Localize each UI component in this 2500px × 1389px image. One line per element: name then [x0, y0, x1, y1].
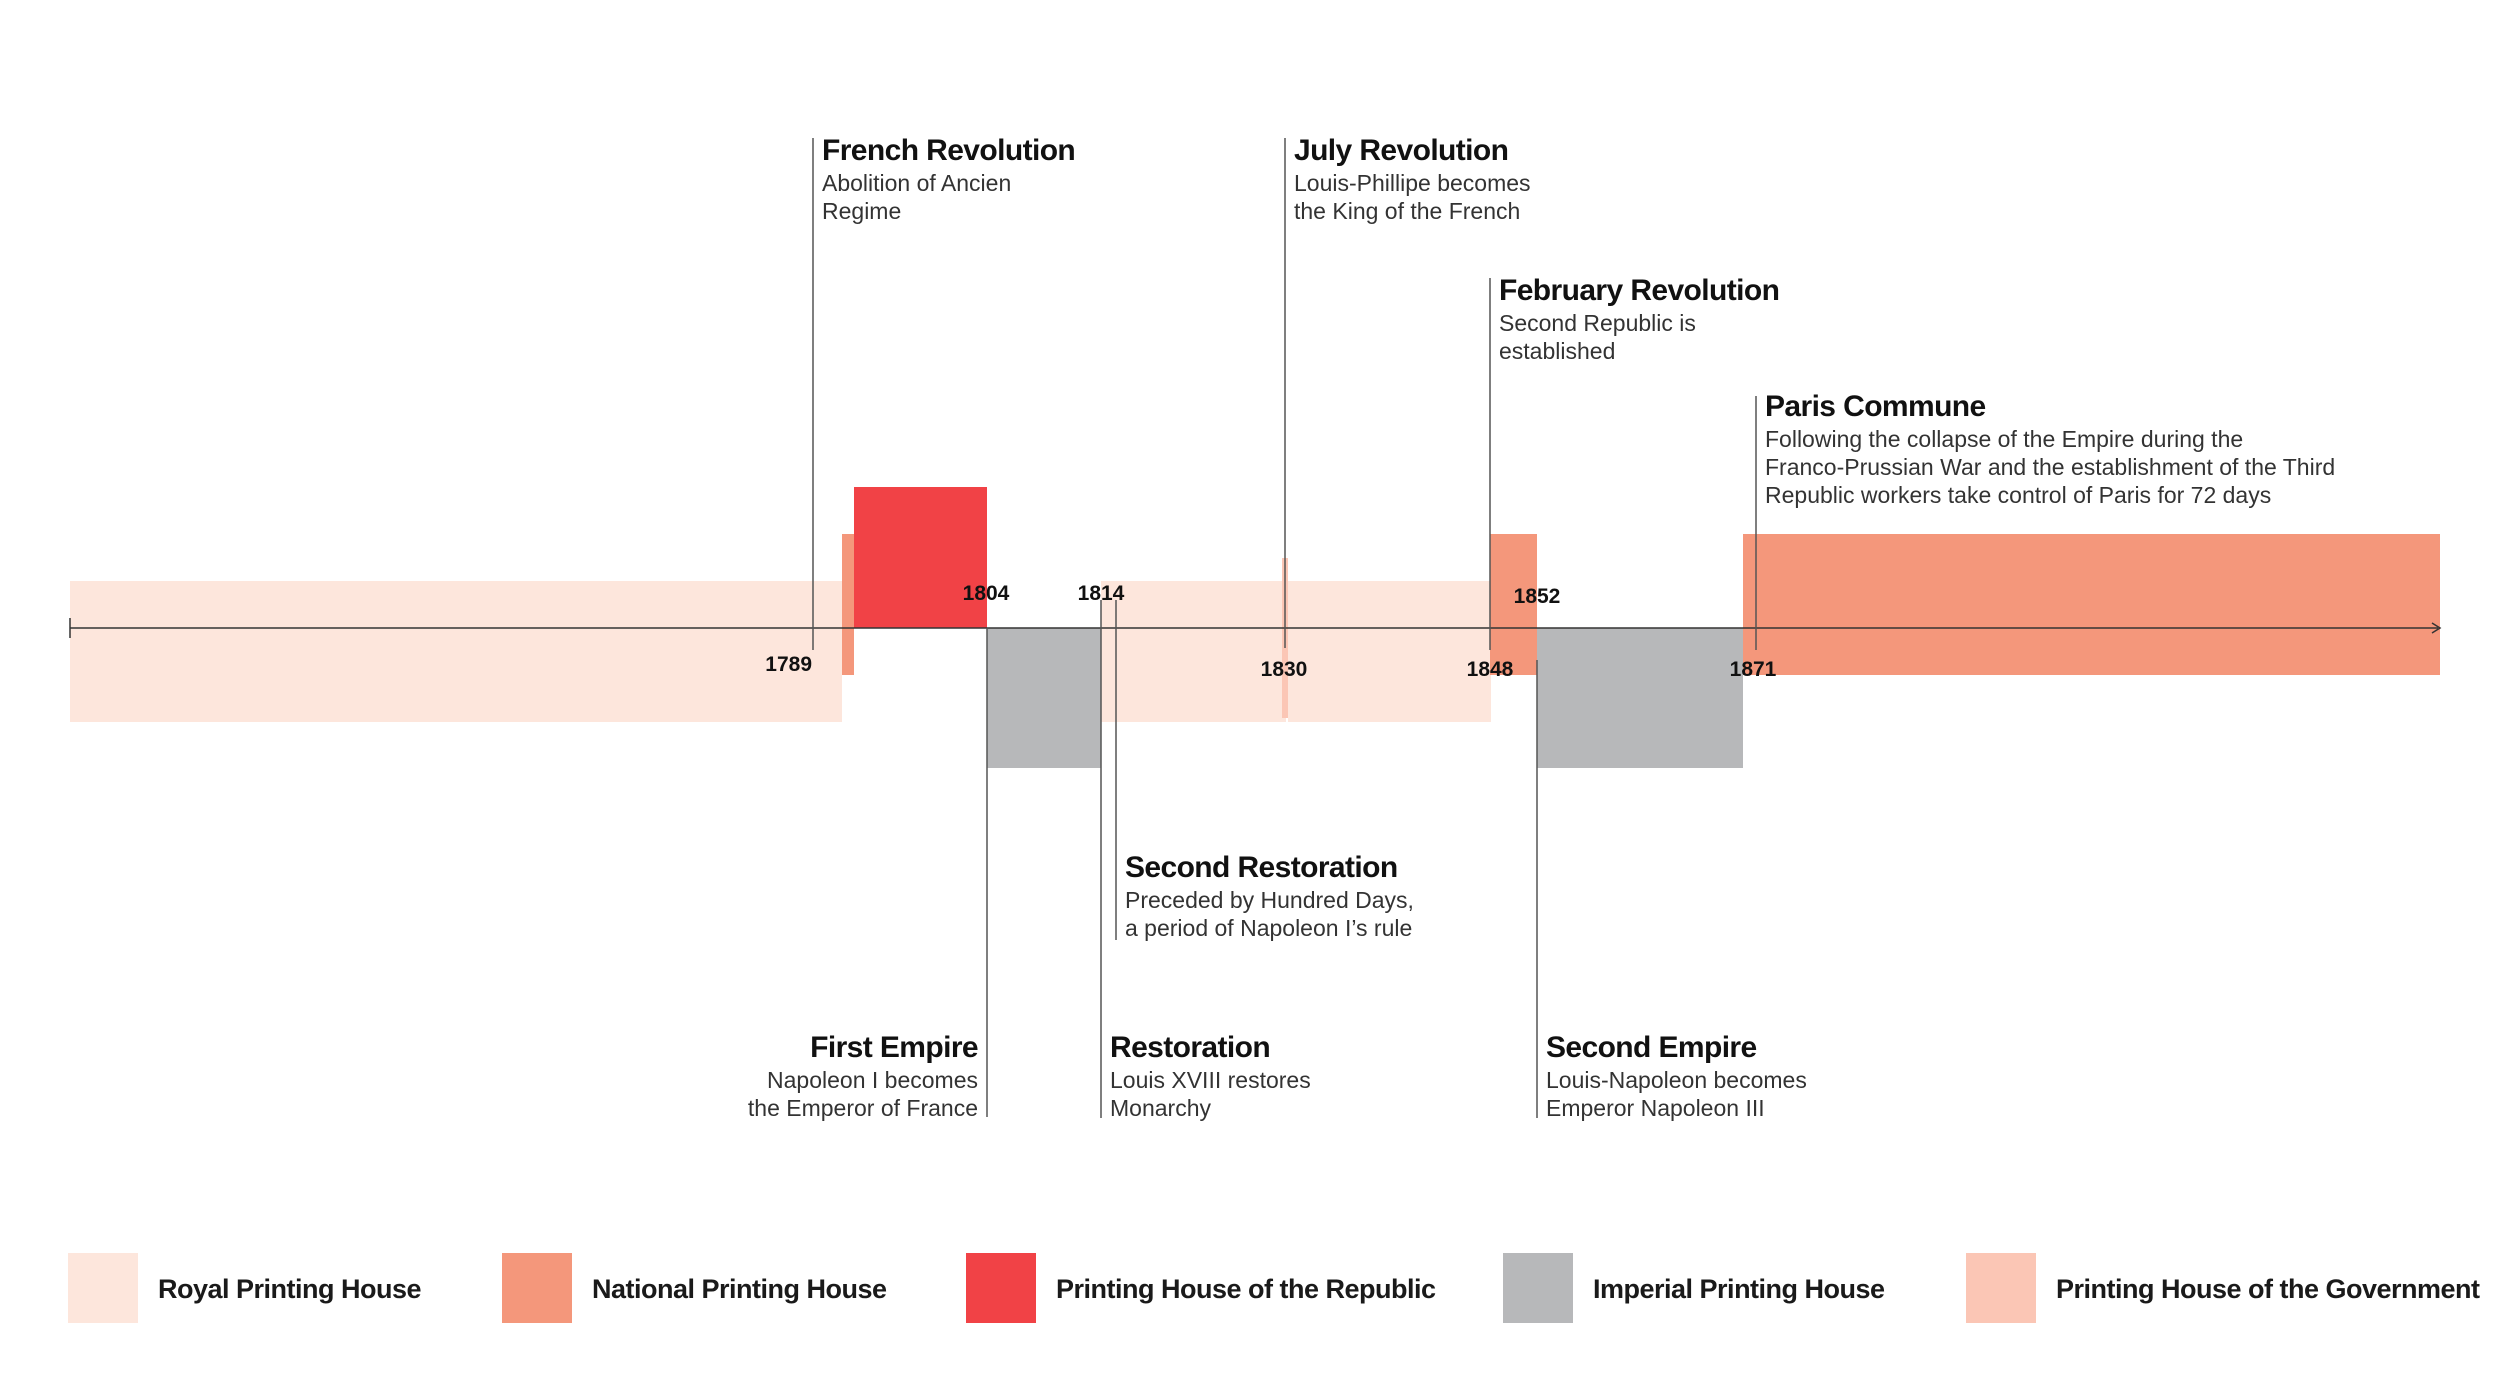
legend-swatch: [966, 1253, 1036, 1323]
event-desc-line: a period of Napoleon I’s rule: [1125, 915, 1413, 941]
event-july-revolution: July Revolution Louis-Phillipe becomes t…: [1294, 133, 1714, 225]
legend-label: Printing House of the Republic: [1056, 1274, 1436, 1304]
legend-label: National Printing House: [592, 1274, 887, 1304]
legend-swatch: [502, 1253, 572, 1323]
year-label-1789: 1789: [765, 653, 812, 676]
legend-swatch: [1503, 1253, 1573, 1323]
event-desc-line: Preceded by Hundred Days,: [1125, 887, 1414, 913]
event-second-restoration: Second Restoration Preceded by Hundred D…: [1125, 850, 1585, 942]
event-second-empire: Second Empire Louis-Napoleon becomes Emp…: [1546, 1030, 1966, 1122]
event-title: French Revolution: [822, 134, 1076, 167]
royal-bar-restoration: [1101, 581, 1286, 722]
event-title: Second Restoration: [1125, 851, 1398, 884]
year-label-1852: 1852: [1514, 585, 1561, 608]
legend-swatch: [1966, 1253, 2036, 1323]
republic-bar: [854, 487, 987, 628]
event-restoration: Restoration Louis XVIII restores Monarch…: [1110, 1030, 1510, 1122]
imperial-bar-second-empire: [1537, 628, 1743, 768]
event-desc-line: the Emperor of France: [747, 1095, 978, 1121]
year-label-1848: 1848: [1467, 658, 1514, 681]
event-first-empire: First Empire Napoleon I becomes the Empe…: [578, 1030, 979, 1122]
year-label-1871: 1871: [1730, 658, 1777, 681]
event-desc-line: Franco-Prussian War and the establishmen…: [1765, 454, 2336, 480]
national-bar-third-republic: [1743, 534, 2440, 675]
event-title: Second Empire: [1546, 1031, 1757, 1064]
year-label-1814: 1814: [1078, 582, 1125, 605]
national-bar-revolution: [842, 534, 854, 675]
year-label-1830: 1830: [1261, 658, 1308, 681]
event-title: First Empire: [810, 1031, 978, 1064]
event-french-revolution: French Revolution Abolition of Ancien Re…: [822, 133, 1242, 225]
legend-label: Royal Printing House: [158, 1274, 422, 1304]
event-desc-line: Abolition of Ancien: [822, 170, 1012, 196]
event-desc-line: Napoleon I becomes: [767, 1067, 978, 1093]
national-bar-second-republic: [1490, 534, 1537, 675]
event-desc-line: Louis XVIII restores: [1110, 1067, 1311, 1093]
event-desc-line: Following the collapse of the Empire dur…: [1765, 426, 2244, 452]
event-desc-line: established: [1499, 338, 1616, 364]
imperial-bar-first-empire: [987, 628, 1101, 768]
legend-swatch: [68, 1253, 138, 1323]
event-title: February Revolution: [1499, 274, 1780, 307]
event-desc-line: Second Republic is: [1499, 310, 1696, 336]
axis-arrow-icon: [2431, 622, 2442, 634]
year-label-1804: 1804: [963, 582, 1010, 605]
event-desc-line: Louis-Phillipe becomes: [1294, 170, 1531, 196]
event-february-revolution: February Revolution Second Republic is e…: [1499, 273, 1919, 365]
event-paris-commune: Paris Commune Following the collapse of …: [1765, 389, 2465, 509]
event-desc-line: Monarchy: [1110, 1095, 1211, 1121]
event-title: July Revolution: [1294, 134, 1509, 167]
royal-bar-july-monarchy: [1288, 581, 1491, 722]
event-desc-line: Louis-Napoleon becomes: [1546, 1067, 1807, 1093]
event-desc-line: Regime: [822, 198, 902, 224]
royal-bar-pre-revolution: [70, 581, 842, 722]
event-desc-line: Emperor Napoleon III: [1546, 1095, 1765, 1121]
event-title: Paris Commune: [1765, 390, 1986, 423]
event-title: Restoration: [1110, 1031, 1271, 1064]
event-desc-line: the King of the French: [1294, 198, 1521, 224]
legend-label: Printing House of the Government: [2056, 1274, 2480, 1304]
legend-label: Imperial Printing House: [1593, 1274, 1885, 1304]
event-desc-line: Republic workers take control of Paris f…: [1765, 482, 2272, 508]
